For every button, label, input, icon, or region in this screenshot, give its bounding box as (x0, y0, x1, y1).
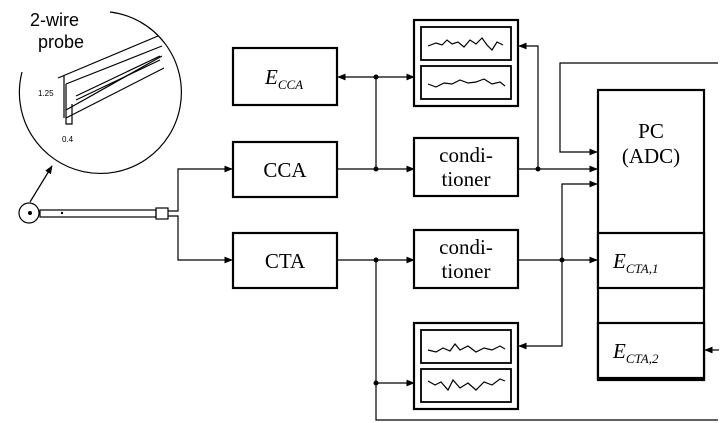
conditioner-top-line2: tioner (442, 167, 491, 191)
cca-label: CCA (263, 158, 307, 182)
pc-label: PC (638, 119, 664, 143)
probe-zoom-view: 2-wire probe 1.25 0.4 (18, 10, 182, 203)
probe-title-line2: probe (38, 32, 84, 52)
conditioner-top-line1: condi- (439, 143, 493, 167)
cta-block: CTA (231, 231, 339, 290)
adc-label: (ADC) (622, 144, 680, 168)
cca-block: CCA (231, 140, 339, 199)
zoom-circle (18, 11, 182, 175)
cta-label: CTA (265, 249, 306, 273)
e-cta1-label: E (612, 249, 626, 273)
pc-top-input-wire (559, 62, 718, 156)
cca-to-scope-wire (375, 73, 415, 169)
conditioner-top-block: condi- tioner (412, 136, 520, 198)
conditioner-bottom-to-scope-wire (518, 260, 563, 350)
conditioner-top-to-scope-wire (518, 42, 539, 169)
zoom-arrow (29, 165, 53, 203)
probe-title-line1: 2-wire (30, 10, 79, 30)
dimension-width: 0.4 (62, 135, 74, 144)
probe-to-cca-wire (168, 165, 233, 212)
e-cta2-subscript: CTA,2 (626, 351, 659, 366)
conditioner-bottom-line2: tioner (442, 259, 491, 283)
dimension-height: 1.25 (38, 89, 54, 98)
e-cca-block: ECCA (231, 46, 339, 107)
probe-prongs-icon (57, 35, 165, 125)
e-cta1-block: ECTA,1 (596, 231, 706, 290)
svg-text:ECCA: ECCA (264, 65, 303, 92)
e-cca-subscript: CCA (278, 77, 303, 92)
conditioner-bottom-line1: condi- (439, 235, 493, 259)
conditioner-bottom-block: condi- tioner (412, 228, 520, 290)
oscilloscope-bottom-icon (412, 321, 520, 411)
e-cta1-subscript: CTA,1 (626, 261, 659, 276)
svg-text:ECTA,2: ECTA,2 (612, 339, 659, 366)
hot-wire-probe-icon (18, 202, 169, 224)
svg-text:ECTA,1: ECTA,1 (612, 249, 658, 276)
e-cca-label: E (264, 65, 278, 89)
cta-feedback-wire (375, 260, 718, 421)
probe-to-cta-wire (168, 215, 233, 264)
e-cta2-label: E (612, 339, 626, 363)
conditioner-bottom-to-pc-wire (561, 180, 598, 260)
oscilloscope-top-icon (412, 18, 520, 108)
e-cta2-block: ECTA,2 (596, 321, 706, 380)
